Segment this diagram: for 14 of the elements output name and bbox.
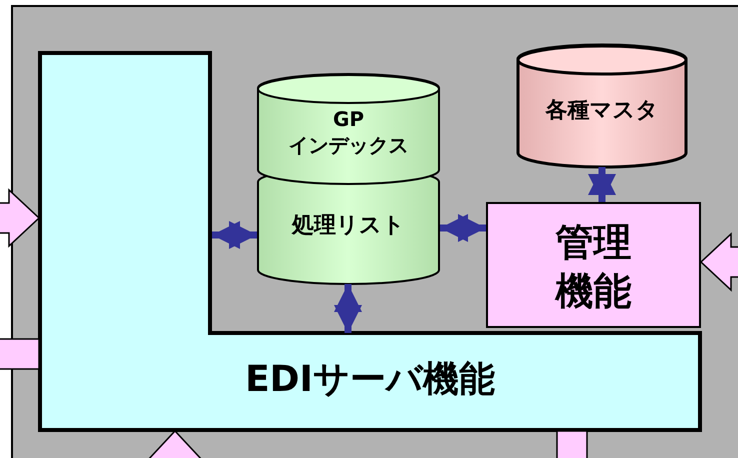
- double-arrow: [334, 284, 362, 333]
- box-label: 管理機能: [554, 219, 632, 316]
- double-arrow: [440, 214, 486, 242]
- block-arrow: [0, 188, 40, 248]
- box-label: GP インデックス: [288, 106, 410, 158]
- double-arrow: [212, 221, 257, 249]
- block-arrow: [0, 338, 40, 370]
- box-label: 処理リスト: [292, 212, 405, 240]
- double-arrow: [588, 167, 616, 202]
- box-label: EDIサーバ機能: [245, 358, 495, 402]
- box-label: 各種マスタ: [546, 97, 658, 125]
- function-box: [486, 202, 701, 328]
- block-arrow: [556, 430, 588, 458]
- block-arrow: [700, 232, 738, 292]
